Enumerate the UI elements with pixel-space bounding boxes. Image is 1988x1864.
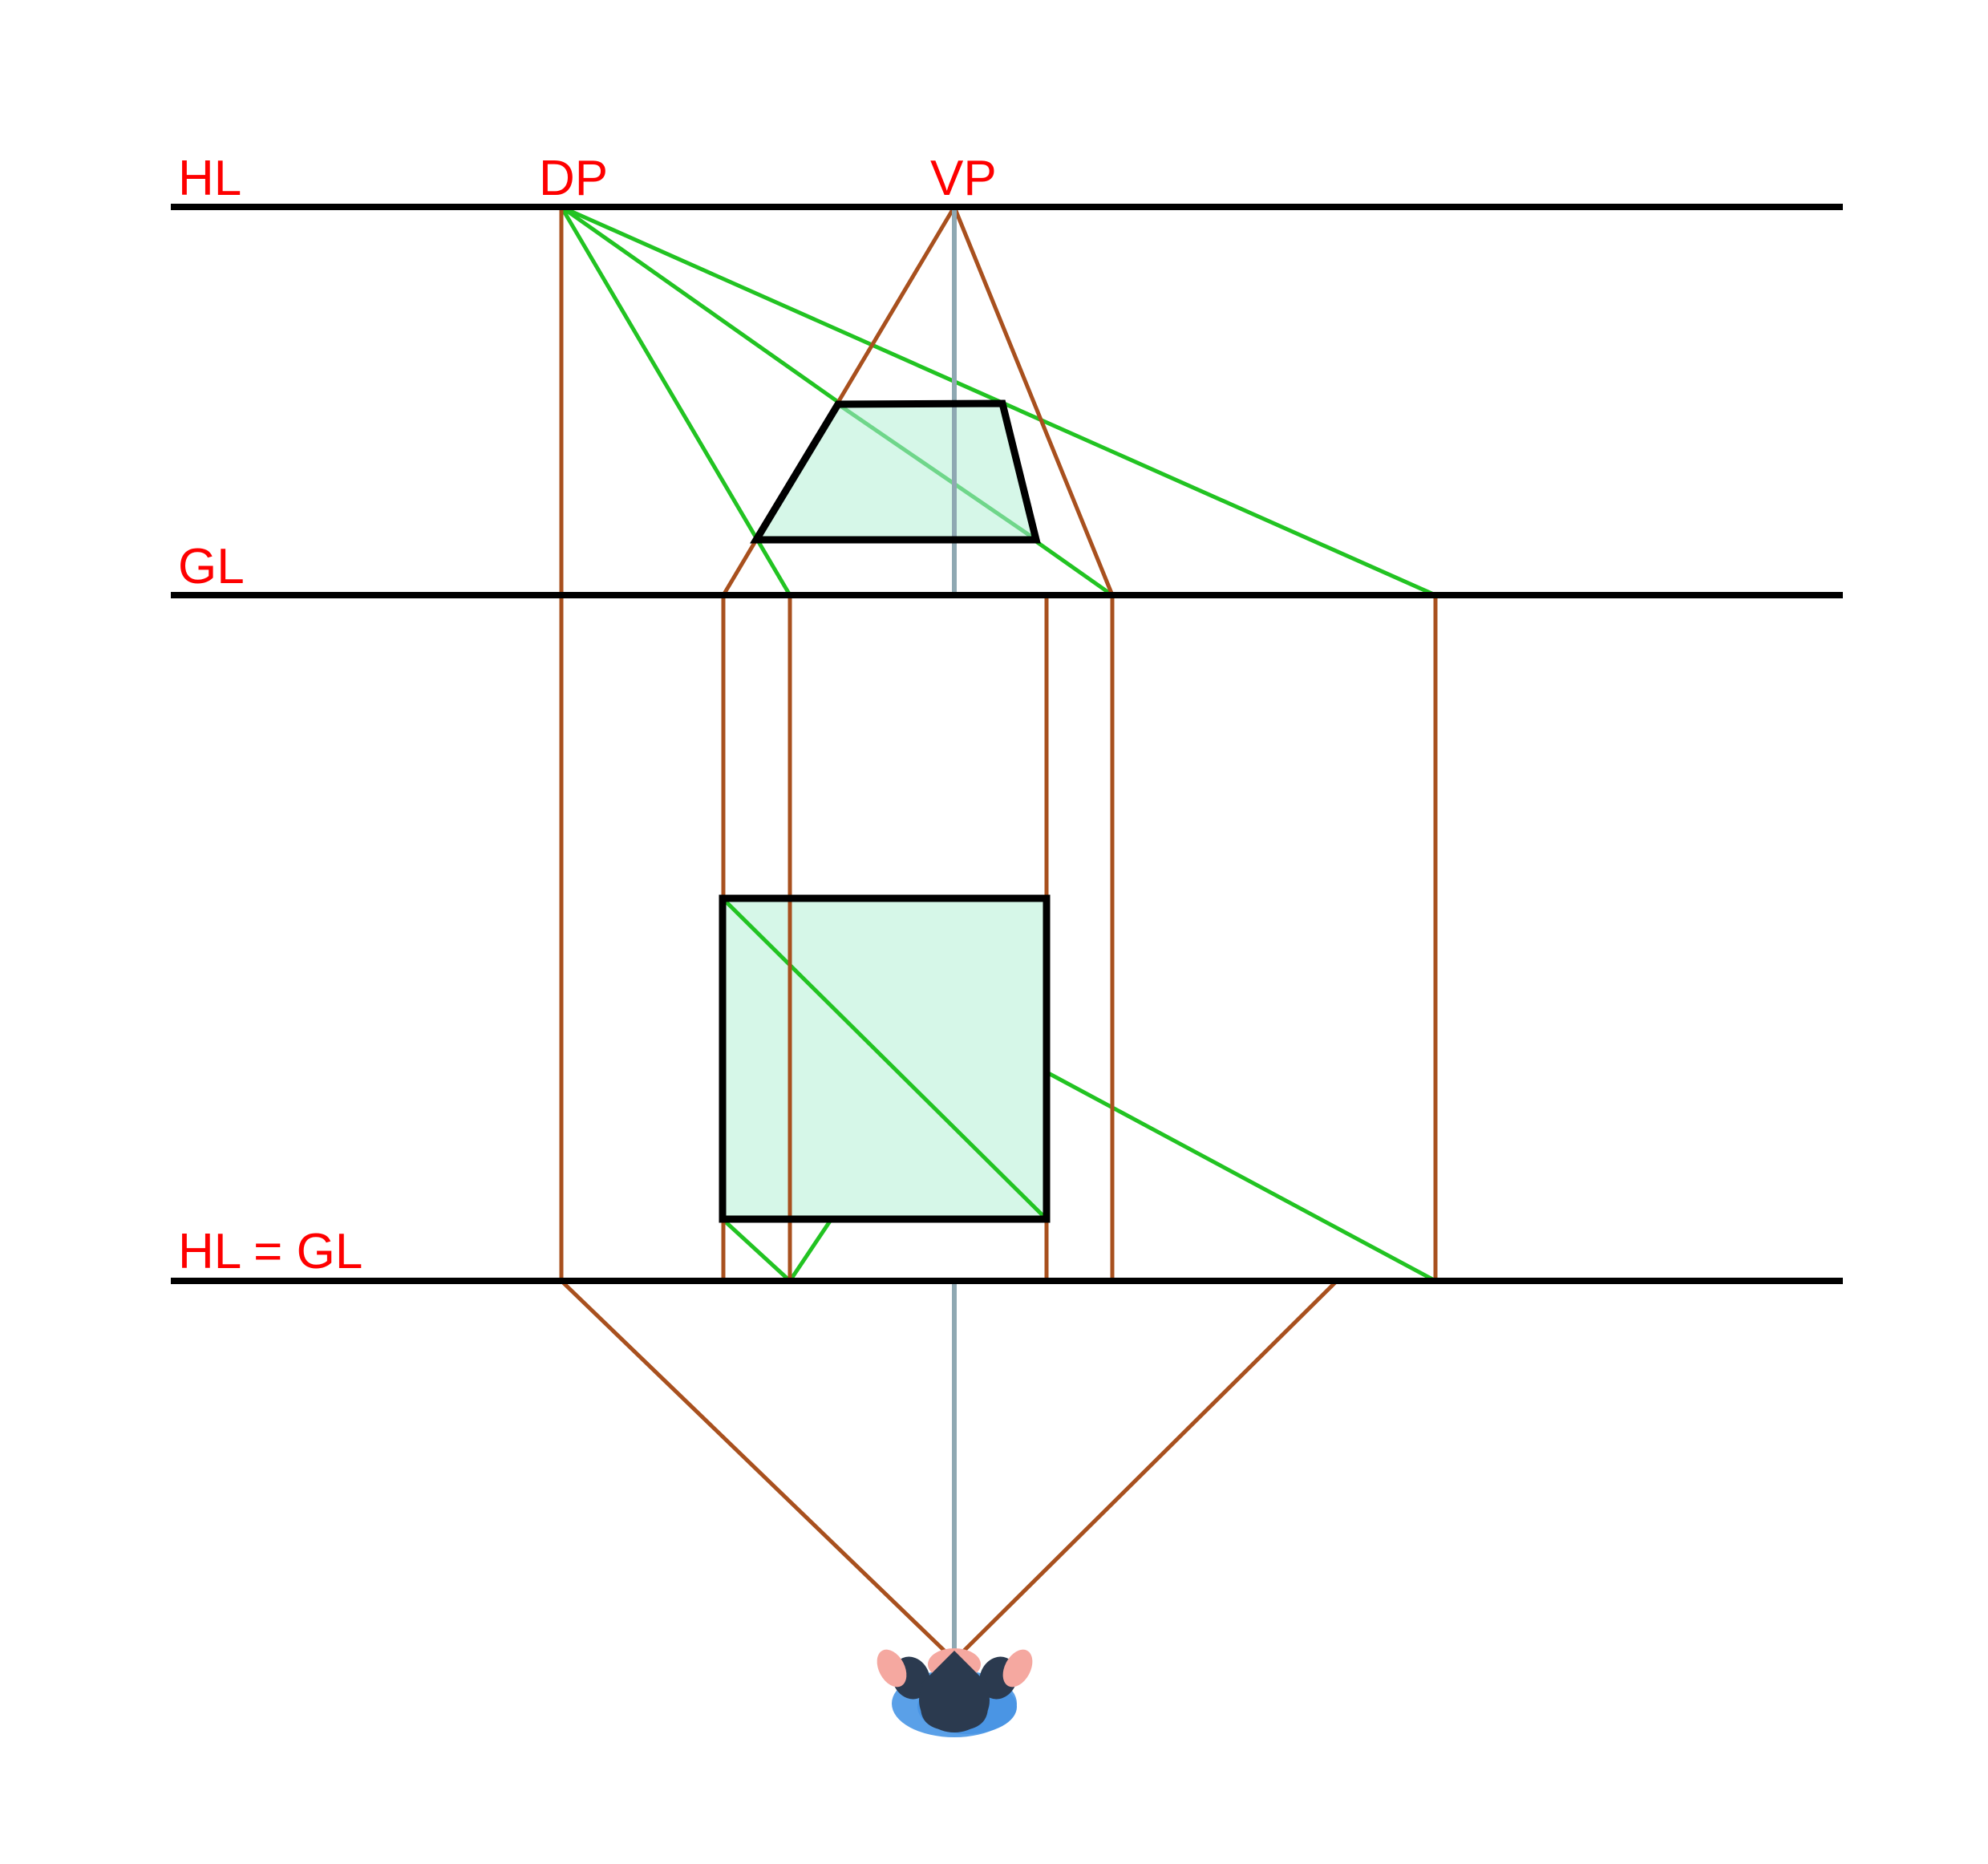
observer-hand-left — [877, 1649, 907, 1688]
label-distance-point: DP — [539, 151, 609, 206]
label-vanishing-point: VP — [930, 151, 997, 206]
observer-hand-right — [1002, 1649, 1033, 1688]
observer-hair-part — [938, 1652, 970, 1692]
brown-sightline-right — [953, 1279, 1338, 1662]
green-plan-diagonal-overlay — [721, 897, 1048, 1221]
observer-head-crown — [919, 1668, 990, 1732]
reference-lines — [171, 204, 1843, 1284]
trapezoid-outline — [750, 399, 1041, 544]
observer-figure-top-view — [877, 1648, 1033, 1737]
green-dp-to-gl-mid — [559, 205, 792, 598]
green-overlay-plan-diagonal — [721, 897, 1048, 1221]
brown-sightline-left — [560, 1279, 956, 1662]
label-ground-line: GL — [178, 539, 245, 594]
green-overlay-diagonals — [836, 402, 1038, 542]
label-horizon-line: HL — [178, 151, 242, 206]
label-horizon-equals-ground: HL = GL — [178, 1224, 363, 1279]
brown-vp-ray-right — [952, 206, 1115, 596]
perspective-square-trapezoid — [756, 403, 1036, 540]
green-trapezoid-diagonal-overlay — [836, 402, 1038, 542]
plan-square-outline — [719, 894, 1051, 1223]
green-plan-bottom-left-tail — [720, 1217, 792, 1283]
